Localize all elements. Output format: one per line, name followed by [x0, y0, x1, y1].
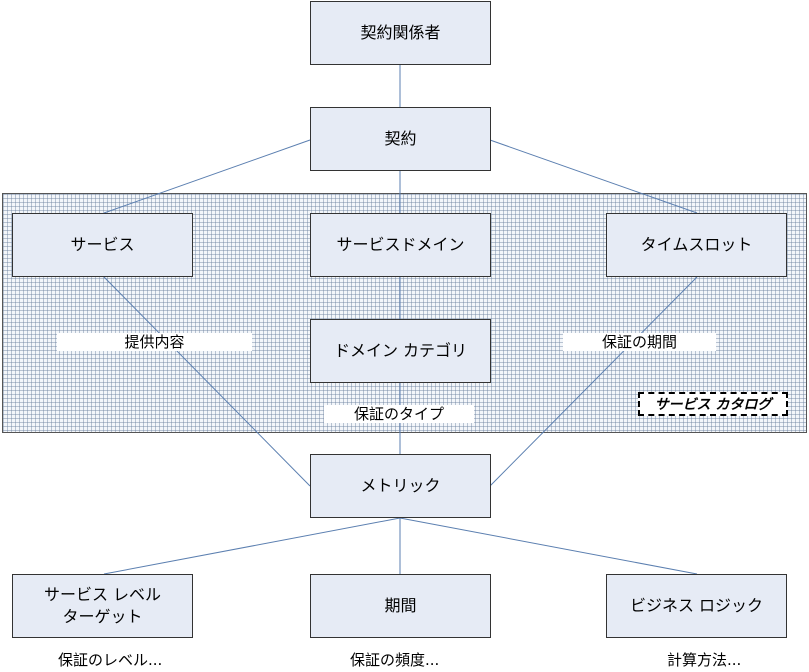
node-domain-category: ドメイン カテゴリ	[310, 319, 491, 383]
node-stakeholders: 契約関係者	[310, 1, 491, 65]
edge-label-provided-content: 提供内容	[57, 333, 252, 351]
node-contract: 契約	[310, 107, 491, 171]
node-business-logic: ビジネス ロジック	[606, 574, 787, 638]
edge-label-guarantee-period: 保証の期間	[563, 333, 716, 351]
node-stakeholders-label: 契約関係者	[360, 23, 441, 42]
node-business-logic-label: ビジネス ロジック	[629, 596, 764, 615]
node-service-level-target: サービス レベル ターゲット	[12, 574, 193, 638]
footer-guarantee-frequency: 保証の頻度...	[350, 651, 440, 669]
node-timeslot: タイムスロット	[606, 213, 787, 277]
node-period-label: 期間	[384, 596, 417, 615]
link-contract-service	[103, 139, 311, 214]
link-timeslot-metric	[489, 276, 698, 487]
footer-calculation-method: 計算方法...	[667, 651, 742, 669]
node-service-domain: サービスドメイン	[310, 213, 491, 277]
node-timeslot-label: タイムスロット	[640, 235, 753, 254]
node-metric-label: メトリック	[360, 476, 441, 495]
node-domain-category-label: ドメイン カテゴリ	[333, 341, 468, 360]
link-metric-target	[103, 517, 401, 575]
node-service-label: サービス	[70, 235, 135, 254]
footer-guarantee-level: 保証のレベル...	[58, 651, 163, 669]
node-period: 期間	[310, 574, 491, 638]
service-catalog-tag: サービス カタログ	[638, 392, 788, 416]
node-service-domain-label: サービスドメイン	[336, 235, 465, 254]
edge-label-guarantee-type: 保証のタイプ	[324, 405, 474, 423]
node-service-level-target-label: サービス レベル ターゲット	[43, 585, 162, 626]
link-metric-logic	[399, 517, 698, 575]
link-contract-timeslot	[489, 139, 698, 214]
node-contract-label: 契約	[384, 129, 417, 148]
link-service-metric	[103, 276, 311, 487]
node-metric: メトリック	[310, 454, 491, 518]
node-service: サービス	[12, 213, 193, 277]
